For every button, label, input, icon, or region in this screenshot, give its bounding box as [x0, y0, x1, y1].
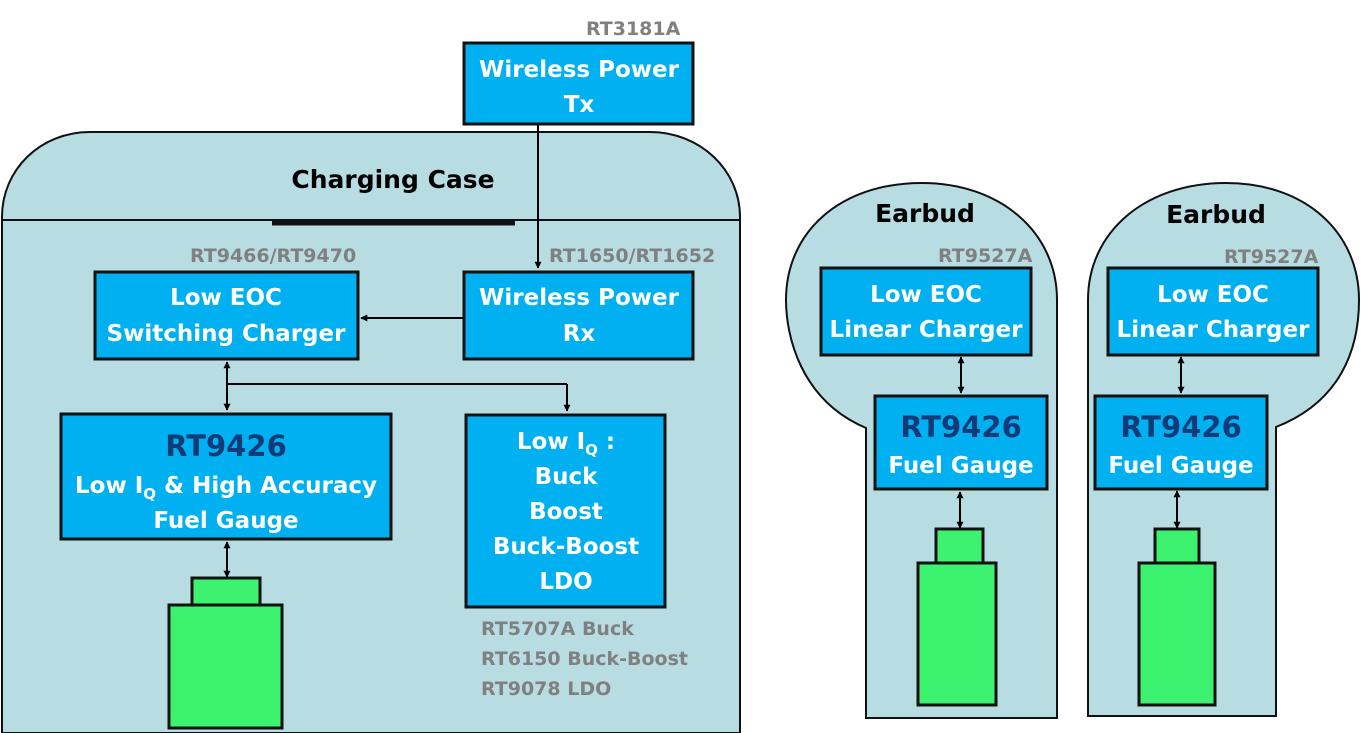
power-part-buck: RT5707A Buck — [481, 618, 634, 640]
case-fuel-gauge-block — [59, 412, 393, 541]
power-part-buck-boost: RT6150 Buck-Boost — [481, 648, 688, 670]
earbud-2-charger-block — [1106, 266, 1320, 357]
earbud-2-title: Earbud — [1166, 200, 1266, 229]
case-battery-icon — [167, 576, 284, 730]
earbud-2-part-number: RT9527A — [1224, 246, 1319, 268]
earbud-1-charger-block — [819, 266, 1033, 357]
charger-line2: Switching Charger — [107, 321, 347, 347]
earbud-1-charger-line2: Linear Charger — [830, 317, 1024, 343]
rx-line2: Rx — [563, 321, 596, 347]
charging-case-title: Charging Case — [291, 165, 494, 194]
earbud-2-gauge-line: Fuel Gauge — [1108, 453, 1253, 479]
tx-part-number: RT3181A — [586, 18, 681, 40]
power-head: Low IQ : — [517, 429, 615, 459]
earbud-1-part-number: RT9527A — [938, 245, 1033, 267]
charger-part-number: RT9466/RT9470 — [190, 245, 356, 267]
case-gauge-line1: Low IQ & High Accuracy — [75, 473, 377, 503]
earbud-2-gauge-name: RT9426 — [1120, 410, 1242, 444]
earbud-1-charger-line1: Low EOC — [870, 282, 982, 308]
earbud-2-gauge-block — [1093, 394, 1269, 491]
earbud-2-charger-line1: Low EOC — [1157, 282, 1269, 308]
switching-charger-block — [93, 270, 360, 361]
rx-part-number: RT1650/RT1652 — [549, 245, 715, 267]
earbud-1-battery-icon — [916, 527, 998, 707]
tx-line2: Tx — [564, 92, 595, 118]
case-gauge-name: RT9426 — [165, 429, 287, 463]
power-part-ldo: RT9078 LDO — [481, 678, 611, 700]
power-converter-block — [464, 413, 667, 609]
rx-block — [462, 270, 695, 361]
rx-line1: Wireless Power — [479, 285, 680, 311]
power-item-boost: Boost — [529, 499, 603, 525]
earbud-1-gauge-block — [873, 394, 1049, 491]
earbud-1-title: Earbud — [875, 199, 975, 228]
earbud-2-battery-icon — [1137, 527, 1217, 707]
case-gauge-line2: Fuel Gauge — [153, 508, 298, 534]
tx-line1: Wireless Power — [479, 57, 680, 83]
power-item-buck: Buck — [535, 464, 599, 490]
power-item-ldo: LDO — [539, 569, 592, 595]
earbud-1-gauge-line: Fuel Gauge — [888, 453, 1033, 479]
earbud-2-charger-line2: Linear Charger — [1117, 317, 1311, 343]
charger-line1: Low EOC — [170, 285, 282, 311]
power-item-buck-boost: Buck-Boost — [493, 534, 639, 560]
earbud-1-gauge-name: RT9426 — [900, 410, 1022, 444]
tx-block — [462, 41, 695, 126]
